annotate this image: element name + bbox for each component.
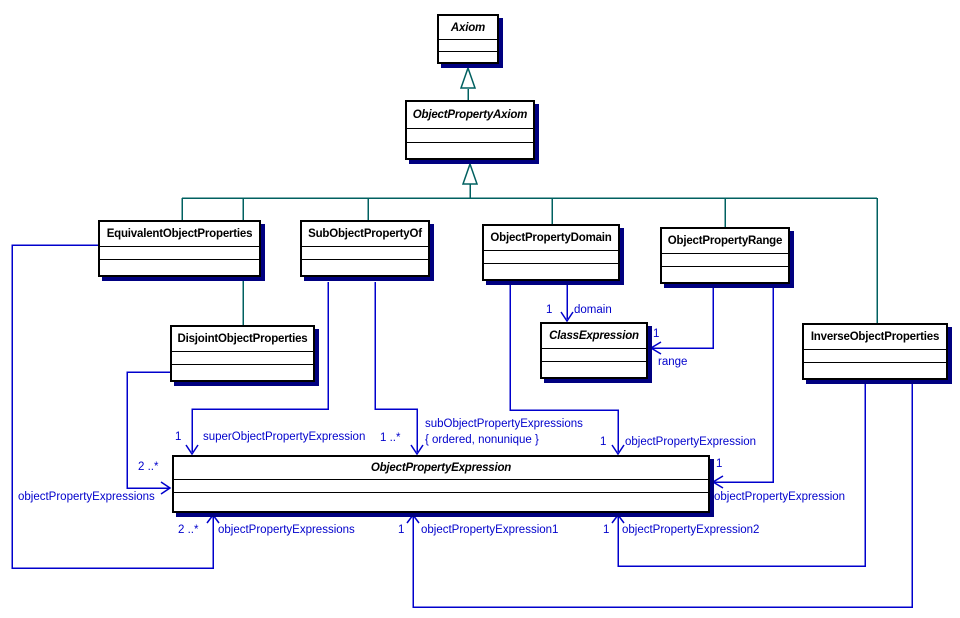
edge-inverse-property-2 bbox=[617, 384, 866, 567]
class-object-property-axiom[interactable]: ObjectPropertyAxiom bbox=[405, 100, 535, 160]
attributes-compartment bbox=[542, 349, 646, 362]
attributes-compartment bbox=[174, 480, 708, 493]
generalization-triangle-icon bbox=[459, 65, 477, 89]
open-arrow-icon bbox=[160, 481, 172, 495]
class-object-property-domain[interactable]: ObjectPropertyDomain bbox=[482, 224, 620, 281]
operations-compartment bbox=[804, 363, 946, 378]
class-sub-object-property-of[interactable]: SubObjectPropertyOf bbox=[300, 220, 430, 277]
class-name: InverseObjectProperties bbox=[804, 325, 946, 350]
class-inverse-object-properties[interactable]: InverseObjectProperties bbox=[802, 323, 948, 380]
class-equivalent-object-properties[interactable]: EquivalentObjectProperties bbox=[98, 220, 261, 277]
edge-disjoint-members bbox=[126, 371, 170, 489]
open-arrow-icon bbox=[410, 444, 424, 456]
class-name: ObjectPropertyAxiom bbox=[407, 102, 533, 129]
edge-sub-properties bbox=[374, 282, 418, 452]
operations-compartment bbox=[174, 493, 708, 511]
open-arrow-icon bbox=[206, 513, 220, 524]
operations-compartment bbox=[407, 143, 533, 158]
class-name: Axiom bbox=[439, 16, 497, 40]
class-object-property-range[interactable]: ObjectPropertyRange bbox=[660, 227, 790, 284]
class-name: DisjointObjectProperties bbox=[172, 327, 313, 352]
class-disjoint-object-properties[interactable]: DisjointObjectProperties bbox=[170, 325, 315, 382]
open-arrow-icon bbox=[406, 513, 420, 524]
attributes-compartment bbox=[439, 40, 497, 52]
open-arrow-icon bbox=[711, 475, 724, 489]
association-edges bbox=[11, 244, 913, 608]
open-arrow-icon bbox=[611, 444, 625, 456]
open-arrow-icon bbox=[560, 311, 574, 323]
operations-compartment bbox=[662, 267, 788, 282]
open-arrow-icon bbox=[185, 444, 199, 456]
class-name: ObjectPropertyExpression bbox=[174, 457, 708, 480]
operations-compartment bbox=[439, 52, 497, 62]
edge-equivalent-members bbox=[11, 244, 214, 569]
class-name: EquivalentObjectProperties bbox=[100, 222, 259, 247]
edge-super-property bbox=[191, 282, 329, 452]
operations-compartment bbox=[100, 260, 259, 275]
edge-range bbox=[652, 288, 714, 349]
attributes-compartment bbox=[100, 247, 259, 260]
class-axiom[interactable]: Axiom bbox=[437, 14, 499, 64]
attributes-compartment bbox=[662, 254, 788, 267]
operations-compartment bbox=[172, 365, 313, 380]
edge-range-property bbox=[714, 288, 774, 483]
class-name: ObjectPropertyRange bbox=[662, 229, 788, 254]
class-class-expression[interactable]: ClassExpression bbox=[540, 322, 648, 379]
open-arrow-icon bbox=[611, 513, 625, 524]
open-arrow-icon bbox=[649, 341, 662, 355]
operations-compartment bbox=[542, 362, 646, 377]
class-object-property-expression[interactable]: ObjectPropertyExpression bbox=[172, 455, 710, 513]
attributes-compartment bbox=[302, 247, 428, 260]
operations-compartment bbox=[302, 260, 428, 275]
operations-compartment bbox=[484, 264, 618, 279]
class-name: SubObjectPropertyOf bbox=[302, 222, 428, 247]
attributes-compartment bbox=[407, 129, 533, 143]
attributes-compartment bbox=[172, 352, 313, 365]
attributes-compartment bbox=[484, 251, 618, 264]
class-name: ClassExpression bbox=[542, 324, 646, 349]
edge-inverse-property-1 bbox=[412, 384, 913, 608]
generalization-triangle-icon bbox=[461, 161, 479, 185]
class-name: ObjectPropertyDomain bbox=[484, 226, 618, 251]
edge-domain-property bbox=[509, 285, 619, 452]
attributes-compartment bbox=[804, 350, 946, 363]
